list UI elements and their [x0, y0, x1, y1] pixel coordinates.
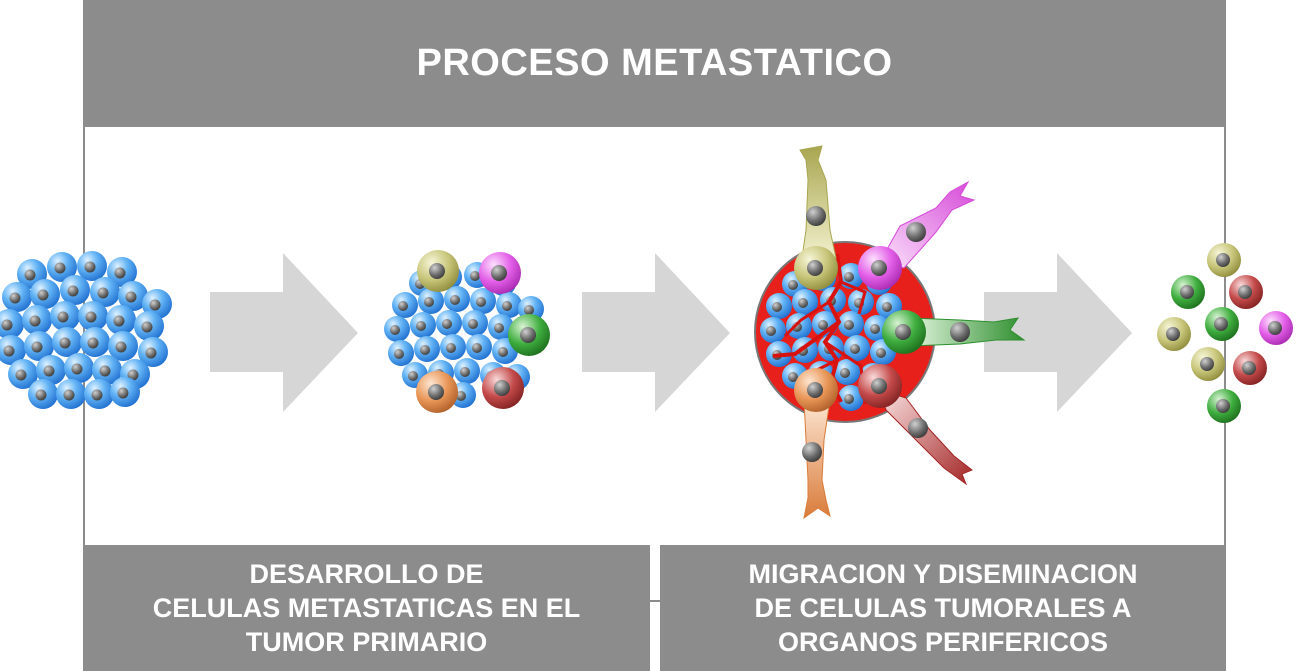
metastatic-cell-red	[482, 367, 524, 409]
migrating-cell-orange	[794, 368, 838, 520]
arrow-1	[210, 253, 358, 412]
caption-line: CELULAS METASTATICAS EN EL	[152, 593, 581, 623]
caption-line: MIGRACION Y DISEMINACION	[748, 559, 1138, 589]
caption-connector	[650, 600, 660, 602]
cell-olive	[1157, 317, 1191, 351]
tumor-with-metastatic-cells	[384, 250, 550, 413]
caption-line: ORGANOS PERIFERICOS	[777, 627, 1109, 657]
arrow-2	[582, 253, 730, 412]
disseminated-cells	[1157, 243, 1293, 423]
migrating-cell-magenta	[858, 180, 976, 290]
metastatic-cell-orange	[416, 371, 458, 413]
migrating-cell-red	[858, 364, 973, 486]
caption-line: DESARROLLO DE	[249, 559, 484, 589]
primary-tumor-cluster	[0, 251, 172, 409]
cell-olive	[1207, 243, 1241, 277]
cell-green	[1171, 275, 1205, 309]
migrating-cell-green	[882, 310, 1026, 354]
migrating-cell-olive	[794, 145, 838, 290]
caption-dissemination: MIGRACION Y DISEMINACION DE CELULAS TUMO…	[660, 545, 1226, 671]
metastatic-cell-green	[508, 314, 550, 356]
metastatic-cell-olive	[417, 250, 459, 292]
metastatic-cell-magenta	[479, 252, 521, 294]
caption-line: DE CELULAS TUMORALES A	[754, 593, 1132, 623]
caption-line: TUMOR PRIMARIO	[245, 627, 488, 657]
cell-green	[1205, 307, 1239, 341]
arrow-3	[984, 253, 1132, 412]
diagram-title: PROCESO METASTATICO	[83, 0, 1226, 127]
cell-red	[1229, 275, 1263, 309]
cell-green	[1207, 389, 1241, 423]
caption-primary-tumor: DESARROLLO DE CELULAS METASTATICAS EN EL…	[83, 545, 650, 671]
cell-olive	[1191, 347, 1225, 381]
cell-magenta	[1259, 311, 1293, 345]
cell-red	[1233, 351, 1267, 385]
